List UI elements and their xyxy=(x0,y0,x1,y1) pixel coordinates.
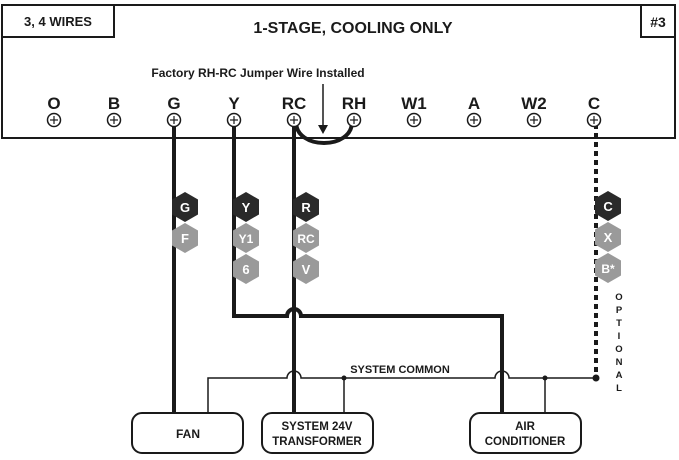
device-transformer-line1: SYSTEM 24V xyxy=(282,421,353,433)
screw-o xyxy=(46,112,62,128)
terminal-label-b: B xyxy=(108,94,120,113)
svg-text:F: F xyxy=(181,231,189,246)
wires-label-box xyxy=(1,4,115,38)
screw-w2 xyxy=(526,112,542,128)
svg-text:RC: RC xyxy=(297,232,315,246)
jumper-note: Factory RH-RC Jumper Wire Installed xyxy=(151,66,364,80)
screw-a xyxy=(466,112,482,128)
device-fan-label: FAN xyxy=(176,427,200,441)
svg-text:Y1: Y1 xyxy=(239,232,254,246)
terminal-label-rc: RC xyxy=(282,94,307,113)
screw-rc xyxy=(286,112,302,128)
common-junction-transformer xyxy=(341,375,347,381)
svg-text:Y: Y xyxy=(242,200,251,215)
tag-c-alt-1: X xyxy=(595,222,621,252)
diagram-number: #3 xyxy=(650,14,666,30)
terminal-label-g: G xyxy=(167,94,180,113)
terminal-label-w1: W1 xyxy=(401,94,427,113)
screw-y xyxy=(226,112,242,128)
svg-text:R: R xyxy=(301,200,311,215)
svg-text:G: G xyxy=(180,200,190,215)
tag-y-alt-2: 6 xyxy=(233,254,259,284)
device-fan: FAN xyxy=(131,412,244,454)
device-ac-line1: AIR xyxy=(515,421,536,433)
diagram-number-box xyxy=(640,4,676,38)
tag-c-primary: C xyxy=(595,191,621,221)
wires-label: 3, 4 WIRES xyxy=(24,14,92,29)
device-transformer-line2: TRANSFORMER xyxy=(272,436,362,448)
wire-system-common xyxy=(207,370,596,413)
screw-c xyxy=(586,112,602,128)
tag-g-primary: G xyxy=(172,192,198,222)
screw-b xyxy=(106,112,122,128)
tag-c-alt-2: B* xyxy=(595,253,621,283)
screw-w1 xyxy=(406,112,422,128)
terminal-label-y: Y xyxy=(228,94,240,113)
tag-r-primary: R xyxy=(293,192,319,222)
tag-y-alt-1: Y1 xyxy=(233,223,259,253)
terminal-label-o: O xyxy=(47,94,60,113)
tag-y-primary: Y xyxy=(233,192,259,222)
common-junction-ac xyxy=(542,375,548,381)
svg-text:X: X xyxy=(604,230,613,245)
svg-text:6: 6 xyxy=(242,262,249,277)
tag-r-alt-2: V xyxy=(293,254,319,284)
svg-text:C: C xyxy=(603,199,613,214)
terminal-label-a: A xyxy=(468,94,480,113)
device-ac-line2: CONDITIONER xyxy=(485,436,566,448)
screw-g xyxy=(166,112,182,128)
terminal-label-c: C xyxy=(588,94,600,113)
tag-r-alt-1: RC xyxy=(293,223,319,253)
jumper-wire-rh-rc xyxy=(294,121,354,145)
device-air-conditioner: AIR CONDITIONER xyxy=(469,412,582,454)
diagram-title: 1-STAGE, COOLING ONLY xyxy=(253,20,452,37)
svg-text:V: V xyxy=(302,262,311,277)
tag-g-alt-1: F xyxy=(172,223,198,253)
jumper-arrow-head xyxy=(318,125,328,134)
terminal-label-rh: RH xyxy=(342,94,367,113)
screw-rh xyxy=(346,112,362,128)
terminal-label-w2: W2 xyxy=(521,94,547,113)
device-transformer: SYSTEM 24V TRANSFORMER xyxy=(261,412,374,454)
system-common-label: SYSTEM COMMON xyxy=(350,364,450,376)
svg-text:B*: B* xyxy=(601,262,615,276)
